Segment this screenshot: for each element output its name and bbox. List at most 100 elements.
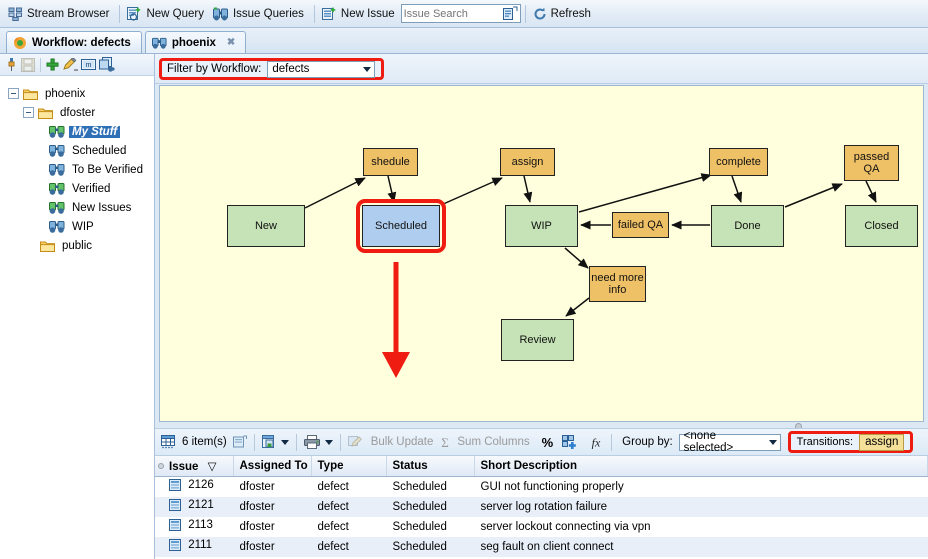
workflow-node-passed-qa[interactable]: passed QA	[844, 145, 899, 181]
table-row[interactable]: 2126 dfoster defect Scheduled GUI not fu…	[155, 477, 928, 497]
print-chevron-down-icon[interactable]	[325, 440, 333, 445]
bulk-update-label[interactable]: Bulk Update	[368, 435, 437, 449]
workflow-node-closed[interactable]: Closed	[845, 205, 918, 247]
workflow-editor-pane: Filter by Workflow: defects	[155, 54, 928, 559]
group-by-chevron-down-icon[interactable]	[769, 440, 777, 445]
issue-record-icon	[169, 539, 181, 554]
collapse-icon-phoenix[interactable]	[8, 88, 19, 99]
search-input[interactable]	[404, 8, 498, 20]
tree-item-phoenix[interactable]: phoenix	[4, 84, 154, 103]
cell-value-issue: 2111	[188, 539, 212, 551]
toolbar-button-issue-queries[interactable]: Issue Queries	[210, 3, 310, 25]
tab-workflow-defects[interactable]: Workflow: defects	[6, 31, 142, 53]
cell-status: Scheduled	[386, 537, 474, 557]
sort-descending-icon[interactable]: ▽	[208, 461, 217, 473]
table-body: 2126 dfoster defect Scheduled GUI not fu…	[155, 477, 928, 559]
tree-label-verified: Verified	[69, 183, 113, 195]
add-column-icon[interactable]	[562, 435, 579, 449]
copy-query-icon[interactable]	[99, 57, 115, 72]
tree-item-to-be-verified[interactable]: To Be Verified	[4, 160, 154, 179]
print-icon[interactable]	[304, 435, 322, 449]
table-row[interactable]: 2111 dfoster defect Scheduled seg fault …	[155, 537, 928, 557]
cell-assigned-to: dfoster	[233, 537, 311, 557]
add-icon[interactable]	[46, 58, 59, 71]
collapse-icon-dfoster[interactable]	[23, 107, 34, 118]
tree-item-dfoster[interactable]: dfoster	[4, 103, 154, 122]
tree-label-my-stuff: My Stuff	[69, 126, 120, 138]
query-browser-panel: m phoenix	[0, 54, 155, 559]
workflow-node-new[interactable]: New	[227, 205, 305, 247]
grid-icon	[161, 435, 176, 449]
workflow-node-shedule[interactable]: shedule	[363, 148, 418, 176]
table-header-row: Issue ▽ Assigned To Type Status Short De…	[155, 456, 928, 477]
table-row[interactable]: 2113 dfoster defect Scheduled server loc…	[155, 517, 928, 537]
workflow-node-need-more-info[interactable]: need more info	[589, 266, 646, 302]
sum-columns-label[interactable]: Sum Columns	[454, 435, 532, 449]
column-header-short-description[interactable]: Short Description	[474, 456, 928, 477]
export-chevron-down-icon[interactable]	[281, 440, 289, 445]
workflow-node-complete[interactable]: complete	[709, 148, 768, 176]
tree-item-new-issues[interactable]: New Issues	[4, 198, 154, 217]
toolbar-separator-2	[314, 5, 315, 23]
table-row[interactable]: 2121 dfoster defect Scheduled server log…	[155, 497, 928, 517]
tree-label-to-be-verified: To Be Verified	[69, 164, 146, 176]
properties-icon[interactable]	[233, 435, 247, 449]
workflow-node-done[interactable]: Done	[711, 205, 784, 247]
folder-icon	[23, 88, 38, 100]
chevron-down-icon[interactable]	[363, 67, 371, 72]
column-header-assigned-to[interactable]: Assigned To	[233, 456, 311, 477]
tree-item-scheduled[interactable]: Scheduled	[4, 141, 154, 160]
cell-issue[interactable]: 2126	[155, 477, 233, 497]
tree-item-public[interactable]: public	[4, 236, 154, 255]
cell-status: Scheduled	[386, 477, 474, 497]
tree-item-verified[interactable]: Verified	[4, 179, 154, 198]
save-icon[interactable]	[21, 58, 35, 72]
column-header-issue[interactable]: Issue ▽	[155, 456, 233, 477]
group-by-value: <none selected>	[684, 430, 769, 454]
tree-label-public: public	[59, 240, 95, 252]
group-by-select[interactable]: <none selected>	[679, 434, 781, 451]
cell-issue[interactable]: 2113	[155, 517, 233, 537]
workflow-diagram-canvas[interactable]: New Scheduled WIP Done Closed Review she…	[159, 85, 924, 422]
toolbar-button-new-query[interactable]: New Query	[124, 3, 210, 25]
percent-button[interactable]: %	[536, 435, 560, 450]
rename-icon[interactable]: m	[81, 58, 96, 71]
grid-corner-handle[interactable]	[158, 463, 164, 469]
cell-issue[interactable]: 2111	[155, 537, 233, 557]
toolbar-label-refresh: Refresh	[551, 8, 591, 20]
tree-item-my-stuff[interactable]: My Stuff	[4, 122, 154, 141]
cell-value-issue: 2121	[188, 499, 214, 511]
transitions-field[interactable]: Transitions: assign	[788, 431, 914, 453]
workflow-select[interactable]: defects	[267, 61, 375, 78]
tab-close-icon[interactable]: ✖	[227, 37, 235, 48]
toolbar-label-stream-browser: Stream Browser	[27, 8, 109, 20]
cell-short-description: server lockout connecting via vpn	[474, 517, 928, 537]
transitions-badge-assign[interactable]: assign	[859, 434, 904, 451]
toolbar-button-refresh[interactable]: Refresh	[530, 3, 597, 25]
cell-value-issue: 2113	[188, 519, 213, 531]
formula-icon[interactable]: fx	[588, 435, 604, 449]
edit-icon[interactable]	[62, 58, 78, 72]
search-dropdown-icon[interactable]	[502, 6, 518, 22]
column-header-type[interactable]: Type	[311, 456, 386, 477]
pin-icon[interactable]	[5, 57, 18, 72]
toolbar-label-new-issue: New Issue	[341, 8, 395, 20]
tab-phoenix[interactable]: phoenix ✖	[145, 31, 246, 53]
export-icon[interactable]	[262, 435, 278, 449]
column-header-status[interactable]: Status	[386, 456, 474, 477]
workflow-node-review[interactable]: Review	[501, 319, 574, 361]
workflow-node-wip[interactable]: WIP	[505, 205, 578, 247]
query-globe-icon	[49, 201, 65, 215]
filter-by-workflow-group[interactable]: Filter by Workflow: defects	[159, 58, 384, 80]
svg-text:m: m	[86, 62, 92, 69]
workflow-node-assign[interactable]: assign	[500, 148, 555, 176]
item-count-label: 6 item(s)	[179, 435, 230, 449]
toolbar-button-new-issue[interactable]: New Issue	[319, 3, 401, 25]
tree-item-wip[interactable]: WIP	[4, 217, 154, 236]
toolbar-button-stream-browser[interactable]: Stream Browser	[5, 3, 115, 25]
workflow-node-scheduled[interactable]: Scheduled	[362, 205, 440, 247]
filter-by-workflow-label: Filter by Workflow:	[167, 63, 261, 75]
workflow-node-failed-qa[interactable]: failed QA	[612, 212, 669, 238]
cell-issue[interactable]: 2121	[155, 497, 233, 517]
issue-search-field[interactable]	[401, 4, 521, 23]
